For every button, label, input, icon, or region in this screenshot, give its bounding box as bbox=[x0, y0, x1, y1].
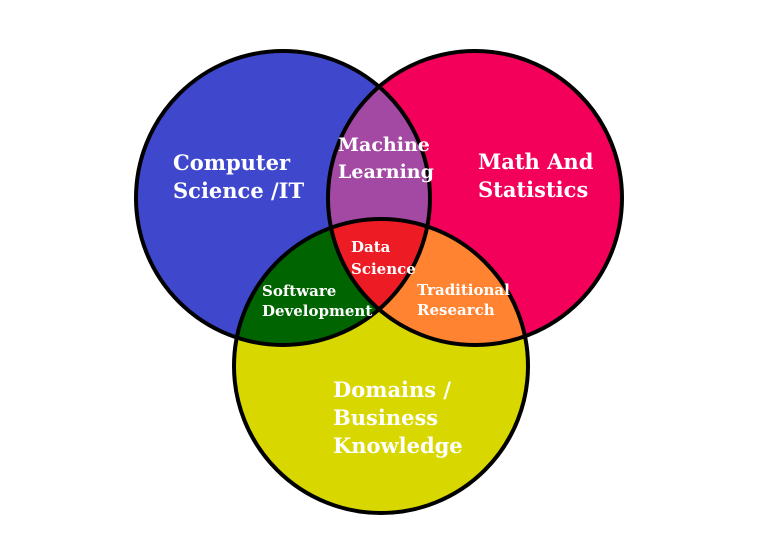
label-data-science: Data Science bbox=[351, 238, 416, 278]
label-math-statistics: Math And Statistics bbox=[478, 149, 601, 202]
label-software-development: Software Development bbox=[262, 282, 372, 320]
region-software-development bbox=[234, 219, 430, 345]
label-machine-learning: Machine Learning bbox=[338, 134, 436, 183]
label-traditional-research: Traditional Research bbox=[417, 281, 515, 319]
label-domain-knowledge: Domains / Business Knowledge bbox=[333, 377, 463, 458]
label-computer-science: Computer Science /IT bbox=[173, 150, 305, 203]
region-traditional-research bbox=[328, 219, 528, 345]
circle-outlines bbox=[134, 49, 624, 515]
